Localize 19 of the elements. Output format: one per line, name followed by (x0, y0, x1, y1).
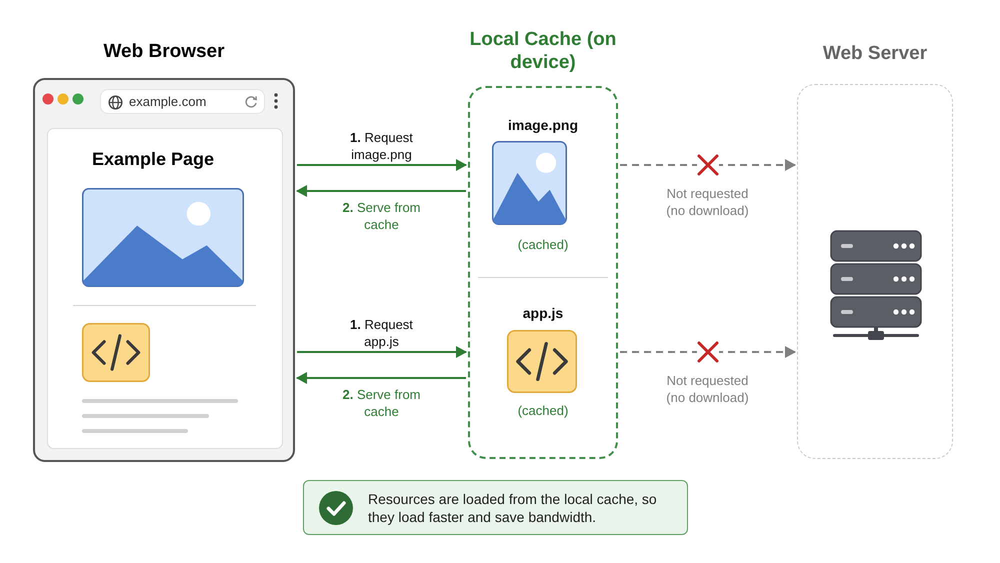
page-heading: Example Page (92, 149, 214, 170)
arrow (620, 346, 796, 358)
status-text: (cached) (516, 403, 570, 418)
arrow (296, 372, 466, 384)
url-text: example.com (129, 94, 206, 109)
arrow (296, 185, 466, 197)
status-text: (cached) (516, 237, 570, 252)
column-heading: Local Cache (on device) (468, 28, 618, 74)
column-heading: Web Server (822, 42, 928, 65)
arrow (297, 346, 467, 358)
page-card (47, 128, 283, 449)
address-bar (100, 89, 265, 114)
arrow (297, 159, 467, 171)
arrow (620, 159, 796, 171)
note-box (303, 480, 688, 535)
note-text: Resources are loaded from the local cache, so they load faster and save bandwidth. (368, 490, 658, 526)
column-heading: Web Browser (102, 40, 226, 63)
file-name: app.js (522, 305, 564, 321)
file-name: image.png (506, 117, 579, 133)
